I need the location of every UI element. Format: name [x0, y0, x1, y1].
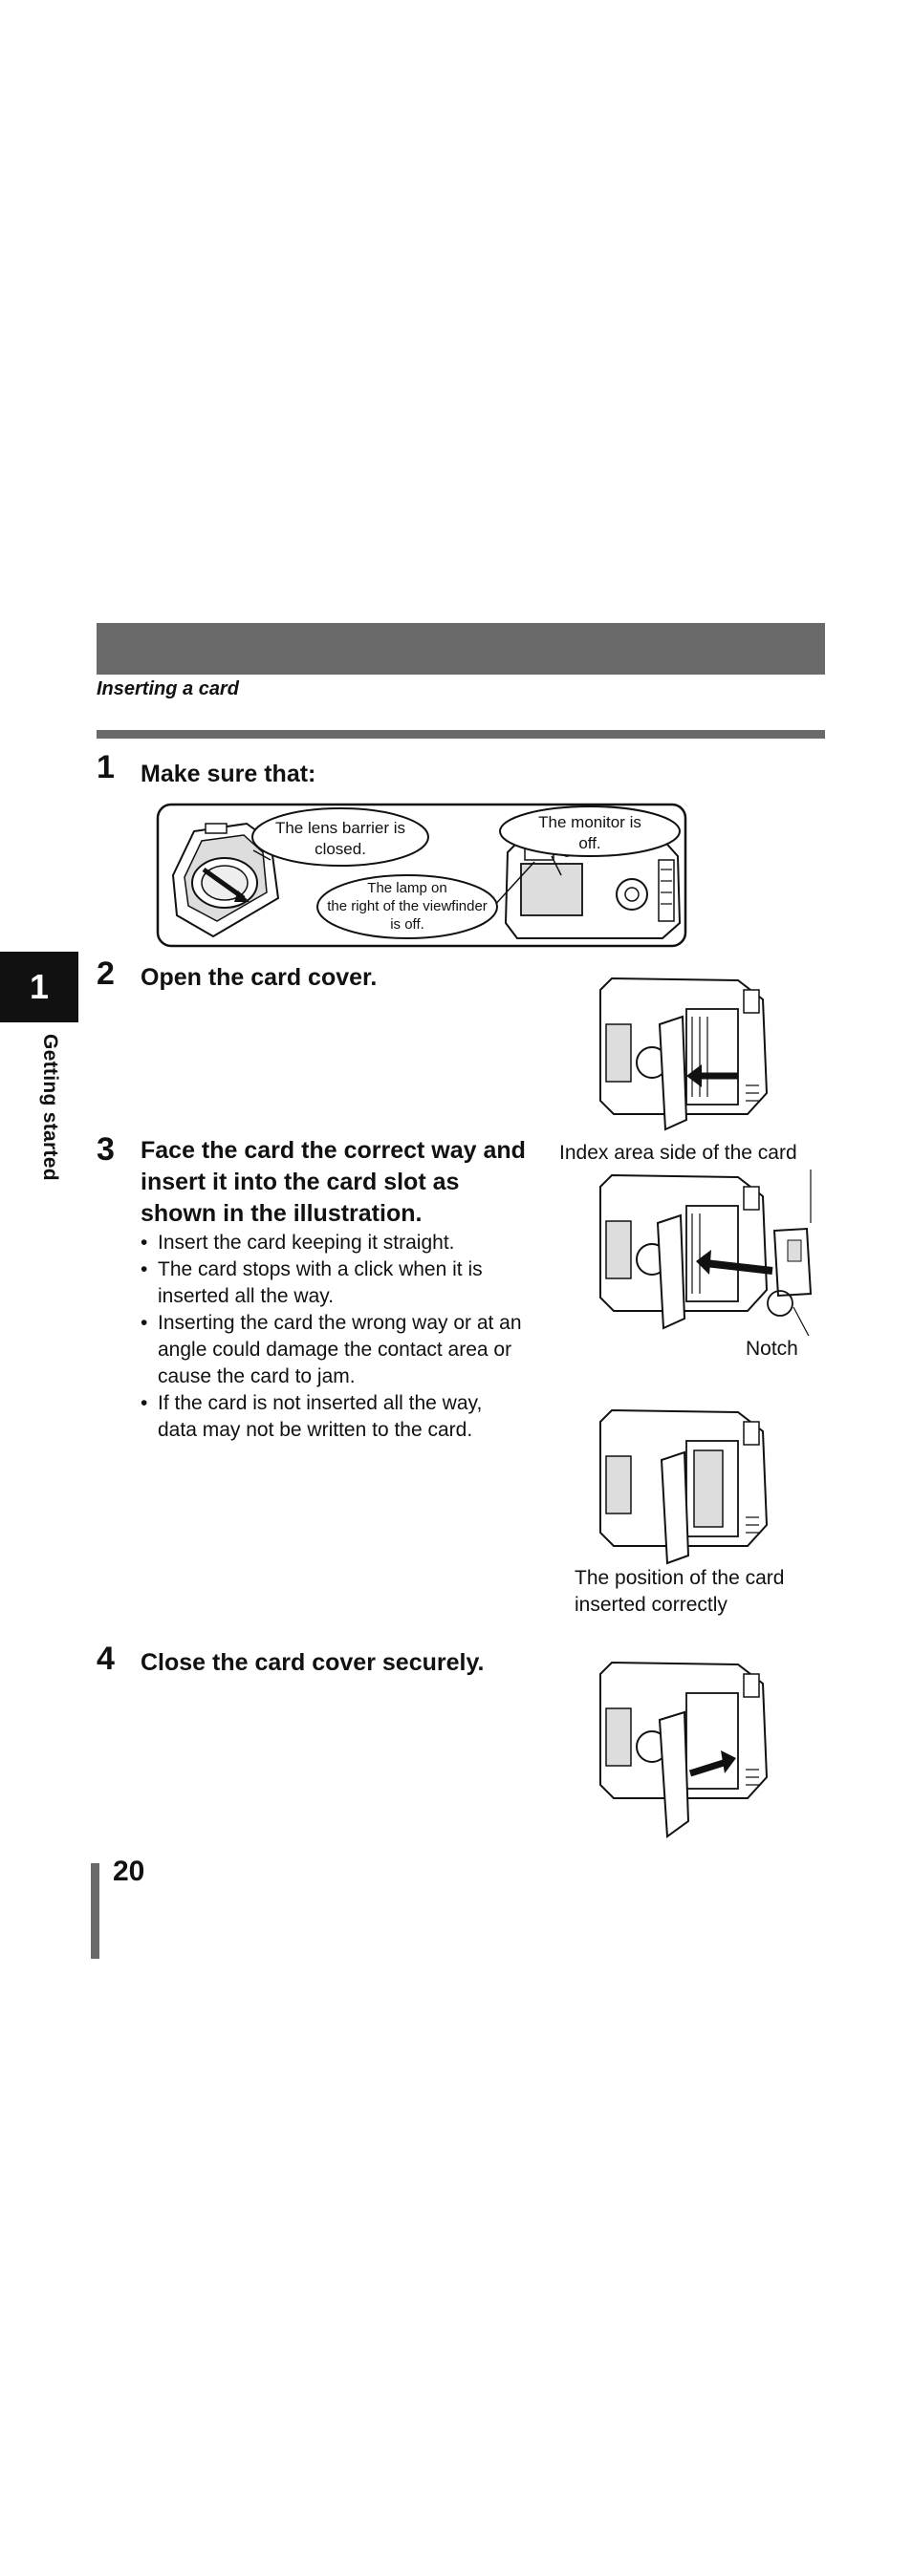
step-3-title: Face the card the correct way and insert…	[141, 1135, 526, 1230]
lens-callout-line-2: closed.	[315, 840, 366, 858]
card-inserted-illustration	[599, 1408, 769, 1565]
open-cover-illustration	[599, 977, 769, 1131]
chapter-number: 1	[29, 967, 50, 1006]
section-title: Inserting a card	[97, 678, 239, 699]
step-4-number: 4	[97, 1641, 115, 1677]
position-caption: The position of the card inserted correc…	[575, 1565, 784, 1619]
page-number: 20	[113, 1856, 145, 1887]
camera-front-drawing	[171, 822, 280, 938]
monitor-callout-pointer	[551, 855, 562, 876]
lamp-callout-line-1: The lamp on	[367, 880, 446, 896]
step-1-number: 1	[97, 749, 115, 785]
close-cover-illustration	[599, 1661, 769, 1838]
header-bar	[97, 623, 825, 675]
bullet-item: The card stops with a click when it is i…	[139, 1256, 559, 1310]
notch-label: Notch	[746, 1338, 798, 1360]
position-caption-line-1: The position of the card	[575, 1567, 785, 1589]
bullet-item: Insert the card keeping it straight.	[139, 1230, 559, 1256]
chapter-tab: 1	[0, 952, 78, 1022]
step-3-title-line-1: Face the card the correct way and	[141, 1137, 526, 1164]
position-caption-line-2: inserted correctly	[575, 1594, 727, 1616]
lamp-callout-line-2: the right of the viewfinder	[327, 898, 488, 914]
step-2-title: Open the card cover.	[141, 964, 378, 991]
step-3-title-line-2: insert it into the card slot as	[141, 1169, 460, 1195]
lens-callout-line-1: The lens barrier is	[275, 819, 405, 837]
insert-card-illustration	[599, 1170, 813, 1336]
index-area-label: Index area side of the card	[559, 1142, 797, 1164]
camera-back-drawing	[504, 835, 682, 939]
step-2-number: 2	[97, 955, 115, 992]
monitor-callout-bubble	[499, 805, 681, 857]
lens-callout-pointer	[252, 849, 271, 861]
step-3-bullets: Insert the card keeping it straight. The…	[139, 1230, 559, 1444]
camera-check-illustration: The lens barrier is closed. The monitor …	[156, 803, 687, 948]
header-rule	[97, 730, 825, 739]
bullet-item: If the card is not inserted all the way,…	[139, 1390, 559, 1444]
lamp-callout-line-3: is off.	[390, 916, 424, 933]
step-3-number: 3	[97, 1131, 115, 1168]
monitor-callout-line-2: off.	[578, 834, 600, 852]
lamp-callout-bubble	[316, 874, 498, 939]
lamp-callout-pointer	[491, 861, 535, 909]
bullet-item: Inserting the card the wrong way or at a…	[139, 1310, 559, 1390]
step-4-title: Close the card cover securely.	[141, 1649, 485, 1676]
chapter-label: Getting started	[39, 1034, 61, 1181]
step-3-title-line-3: shown in the illustration.	[141, 1200, 423, 1227]
lens-callout-bubble	[251, 807, 429, 867]
monitor-callout-line-1: The monitor is	[538, 813, 641, 831]
page-number-bar	[91, 1863, 99, 1959]
step-1-title: Make sure that:	[141, 761, 316, 787]
